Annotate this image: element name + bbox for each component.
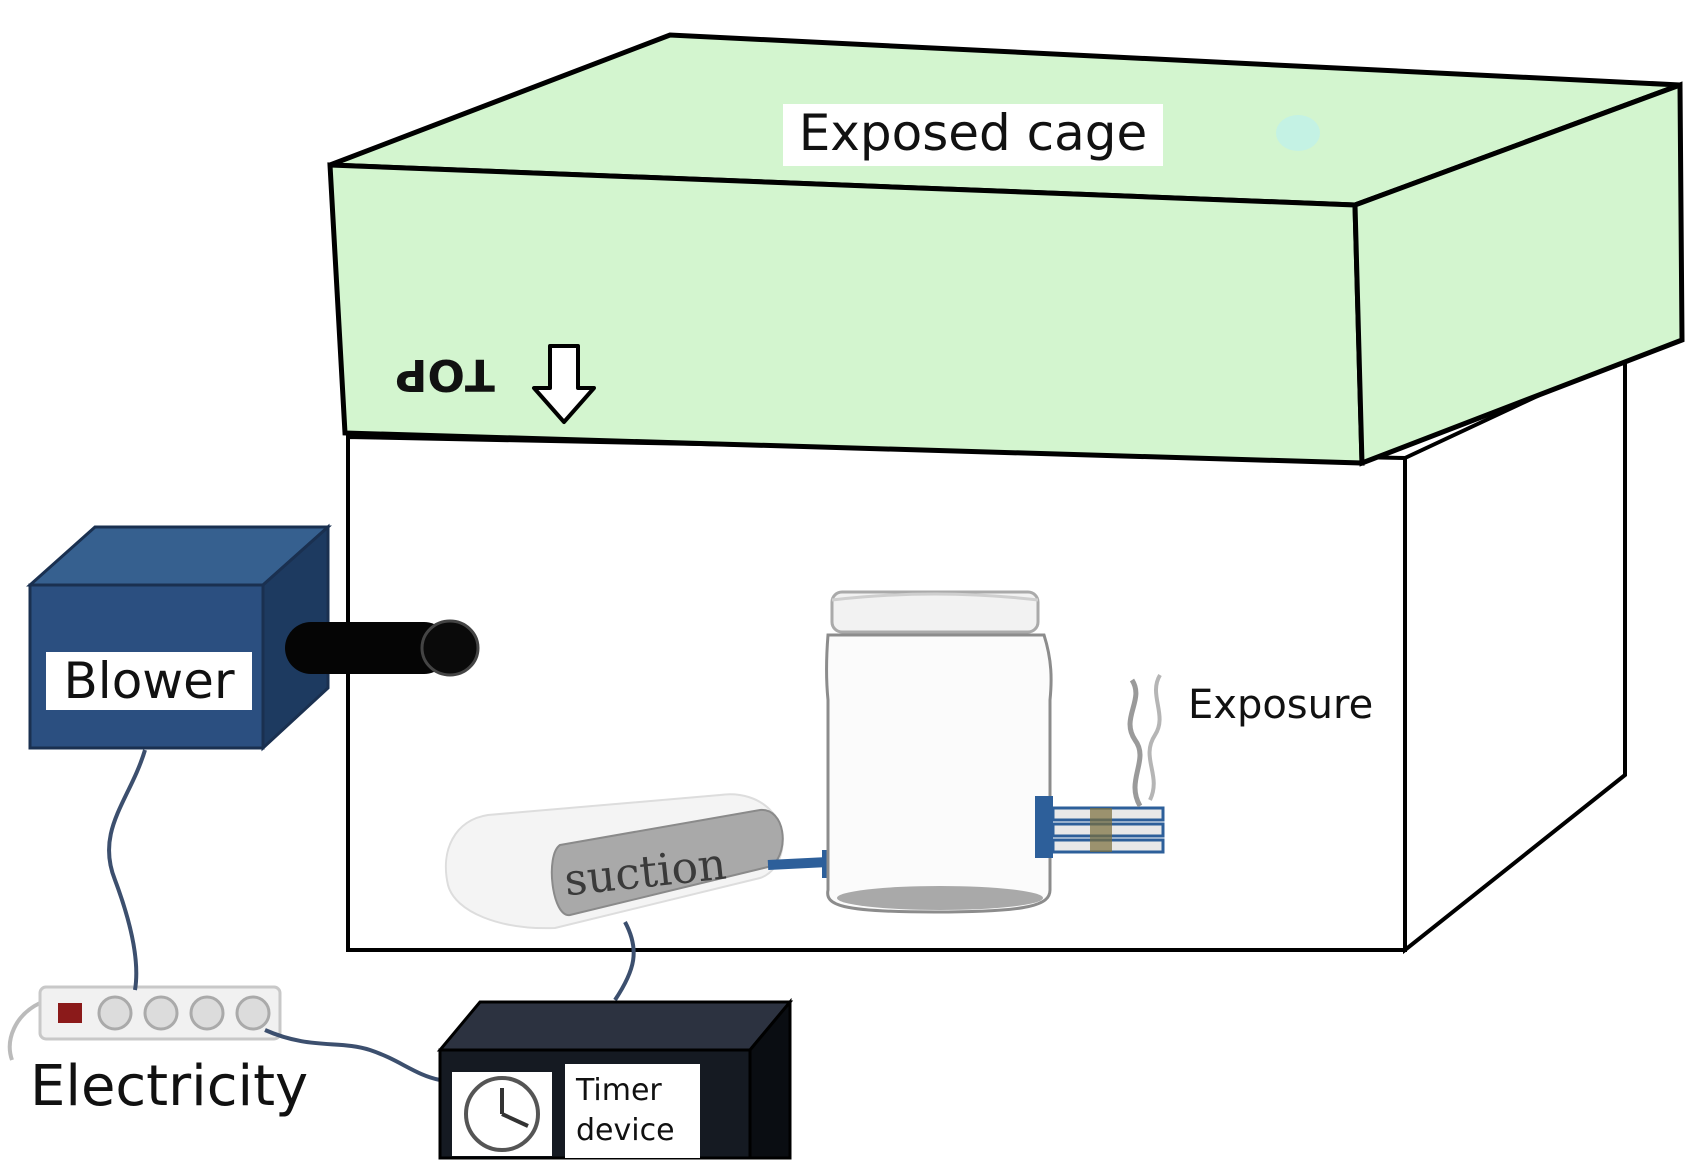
- glass-jar: [825, 590, 1053, 914]
- clock-hand-hour: [501, 1112, 529, 1128]
- blower-label-background: [46, 652, 252, 710]
- timer-power-cable: [264, 1028, 441, 1082]
- socket-2: [143, 995, 179, 1031]
- top-orientation-label: TOP: [395, 349, 495, 400]
- cigarette-holder: Exposure: [1035, 673, 1373, 858]
- timer-label-background: [565, 1064, 700, 1158]
- holder-mount: [1035, 796, 1053, 858]
- jar-base-shadow: [837, 886, 1043, 910]
- timer-label-line1: Timer: [575, 1073, 662, 1108]
- electricity-label: Electricity: [30, 1054, 308, 1119]
- socket-1: [97, 995, 133, 1031]
- timer-label-line2: device: [576, 1113, 675, 1148]
- timer-top-face: [436, 1000, 794, 1052]
- blower-unit: Blower: [26, 523, 480, 752]
- jar-lid-rim: [830, 590, 1040, 634]
- suction-timer-cable: [613, 921, 636, 1002]
- cage-lid: Exposed cage TOP: [327, 32, 1685, 467]
- power-strip-cord: [7, 1001, 41, 1061]
- exposure-label: Exposure: [1188, 682, 1373, 728]
- cage-label: Exposed cage: [799, 104, 1148, 162]
- blower-pipe-opening: [420, 619, 480, 677]
- suction-tube: [767, 857, 829, 870]
- power-switch: [58, 1003, 82, 1023]
- socket-4: [235, 995, 271, 1031]
- lid-light-spot: [1276, 115, 1320, 151]
- smoke-wisp-icon: [1147, 673, 1162, 801]
- smoke-icon: [1127, 678, 1143, 808]
- socket-3: [189, 995, 225, 1031]
- cage-lid-side-face: [1352, 81, 1685, 467]
- suction-device: suction: [444, 793, 836, 930]
- timer-device: Timer device: [436, 997, 794, 1160]
- cables: [107, 749, 636, 1082]
- top-label: TOP: [395, 349, 495, 400]
- chamber-side-face: [1403, 351, 1627, 955]
- jar-body: [825, 633, 1053, 914]
- blower-power-cable: [107, 749, 147, 991]
- cigarette-filter-band: [1090, 808, 1112, 852]
- down-arrow-icon: [532, 344, 596, 424]
- jar-rim-highlight: [831, 592, 1039, 602]
- cage-label-background: [783, 104, 1163, 166]
- power-strip: Electricity: [7, 985, 308, 1119]
- blower-pipe: [285, 622, 450, 674]
- blower-label: Blower: [64, 652, 235, 710]
- cage-lid-front-face: [327, 162, 1365, 466]
